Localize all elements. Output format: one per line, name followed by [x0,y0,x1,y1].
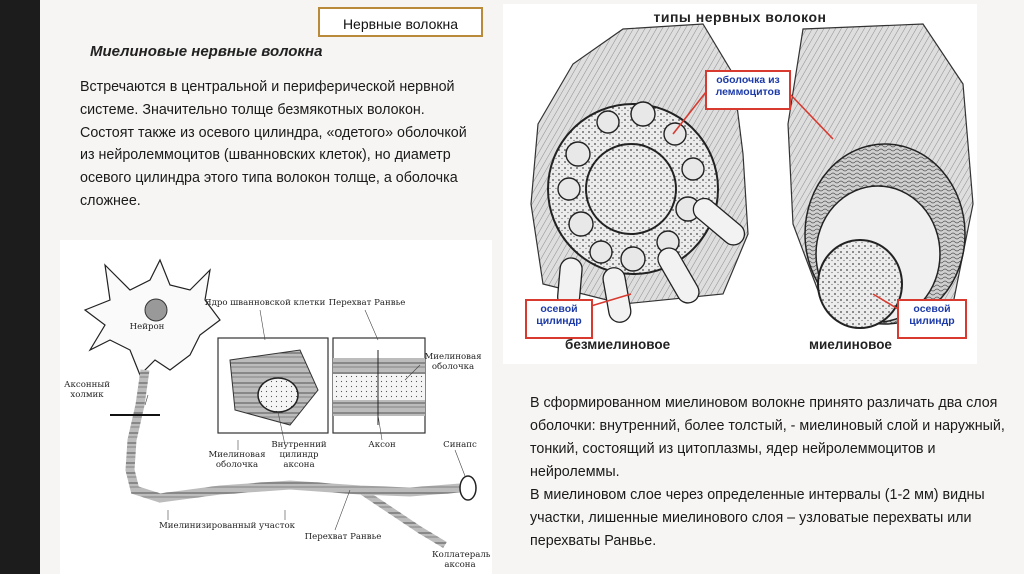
label-myelin-sheath-left: Миелиновая оболочка [208,450,266,470]
caption-unmyelinated: безмиелиновое [565,337,671,352]
callout-axis-left: осевой цилиндр [525,299,593,339]
body-text: В сформированном миелиновом волокне прин… [530,392,1020,553]
small-axons [557,101,705,272]
synapse-terminal [459,475,477,501]
label-collateral: Коллатераль аксона [432,550,491,570]
label-myelin-sheath-right: Миелиновая оболочка [424,352,482,372]
left-dark-bar [0,0,40,574]
neuron-nucleus [144,298,168,322]
body-paragraph-1: В сформированном миелиновом волокне прин… [530,395,1005,480]
slide-subtitle: Миелиновые нервные волокна [90,43,323,60]
label-schwann-nucleus: Ядро шванновской клетки [204,298,326,308]
neuron-diagram: Нейрон Ядро шванновской клетки Перехват … [60,240,492,574]
protruding-axons [556,197,746,323]
central-axon-cross-section [585,143,677,235]
fiber-figure-title: типы нервных волокон [653,9,827,25]
intro-paragraph: Встречаются в центральной и периферическ… [80,79,467,209]
caption-myelinated: миелиновое [809,337,892,352]
callout-axis-right: осевой цилиндр [897,299,967,339]
label-inner-cylinder: Внутренний цилиндр аксона [271,440,327,470]
label-myelinated-segment: Миелинизированный участок [158,521,296,531]
slide-title: Нервные волокна [318,7,483,37]
label-ranvier-bottom: Перехват Ранвье [304,532,382,542]
axon-collateral [358,487,447,549]
body-paragraph-2: В миелиновом слое через определенные инт… [530,487,985,549]
neuron-illustration [83,258,477,549]
label-ranvier-top: Перехват Ранвье [328,298,406,308]
myelinated-axon [125,369,461,503]
myelinated-axon-cross-section [817,239,903,329]
label-axon-hillock: Аксонный холмик [64,380,110,400]
inset-axon-cylinder [257,377,299,413]
fiber-types-figure: типы нервных волокон [503,4,977,364]
fiber-illustration [530,23,974,329]
callout-lines [590,91,899,310]
callout-sheath: оболочка из леммоцитов [705,70,791,110]
pointer-lines [144,309,466,531]
label-axon: Аксон [368,440,396,450]
label-synapse: Синапс [443,440,477,450]
label-neuron: Нейрон [129,322,165,332]
